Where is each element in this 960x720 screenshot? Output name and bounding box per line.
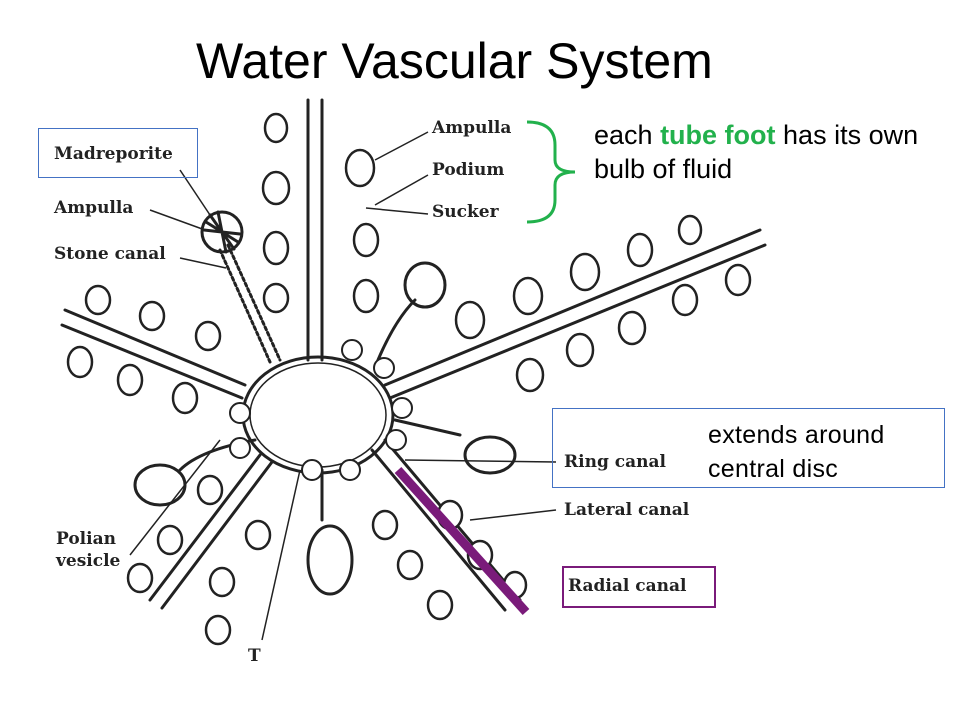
label-sucker: Sucker (432, 202, 499, 222)
madreporite-box (38, 128, 198, 178)
tube-feet-group (66, 112, 752, 646)
ring-canal-shape (241, 355, 395, 475)
radial-canal-upper-left (60, 308, 247, 400)
page-title: Water Vascular System (196, 33, 713, 89)
label-ampulla-top: Ampulla (432, 118, 512, 138)
tube-foot-note-post: has its own bulb of fluid (594, 120, 919, 184)
radial-canal-lower-left (148, 453, 274, 610)
madreporite-shape (200, 210, 244, 254)
tube-foot-note-pre: each (594, 120, 661, 150)
tube-foot-note: each tube foot has its own bulb of fluid (594, 118, 954, 186)
ring-note-line2: central disc (708, 455, 839, 483)
ring-canal-note: extends around central disc (708, 418, 885, 486)
label-radial-canal: Radial canal (568, 576, 687, 596)
radial-canal-arrow (394, 466, 530, 616)
radial-canal-box (562, 566, 716, 608)
tube-foot-bracket (526, 120, 576, 224)
label-ampulla-left: Ampulla (54, 198, 134, 218)
ring-canal-box (552, 408, 945, 488)
label-madreporite: Madreporite (54, 144, 173, 164)
label-bottom-mark: T (248, 646, 261, 666)
label-ring-canal: Ring canal (564, 452, 666, 472)
label-podium: Podium (432, 160, 505, 180)
stone-canal-shape (218, 243, 282, 364)
tube-foot-highlight: tube foot (660, 120, 776, 150)
ring-note-line1: extends around (708, 421, 885, 449)
label-lateral-canal: Lateral canal (564, 500, 690, 520)
label-stone-canal: Stone canal (54, 244, 166, 264)
polian-vesicle-shape (133, 463, 187, 507)
radial-canal-top (306, 98, 324, 362)
label-polian-vesicle: Polian vesicle (56, 529, 121, 571)
radial-canal-upper-right (383, 228, 767, 400)
